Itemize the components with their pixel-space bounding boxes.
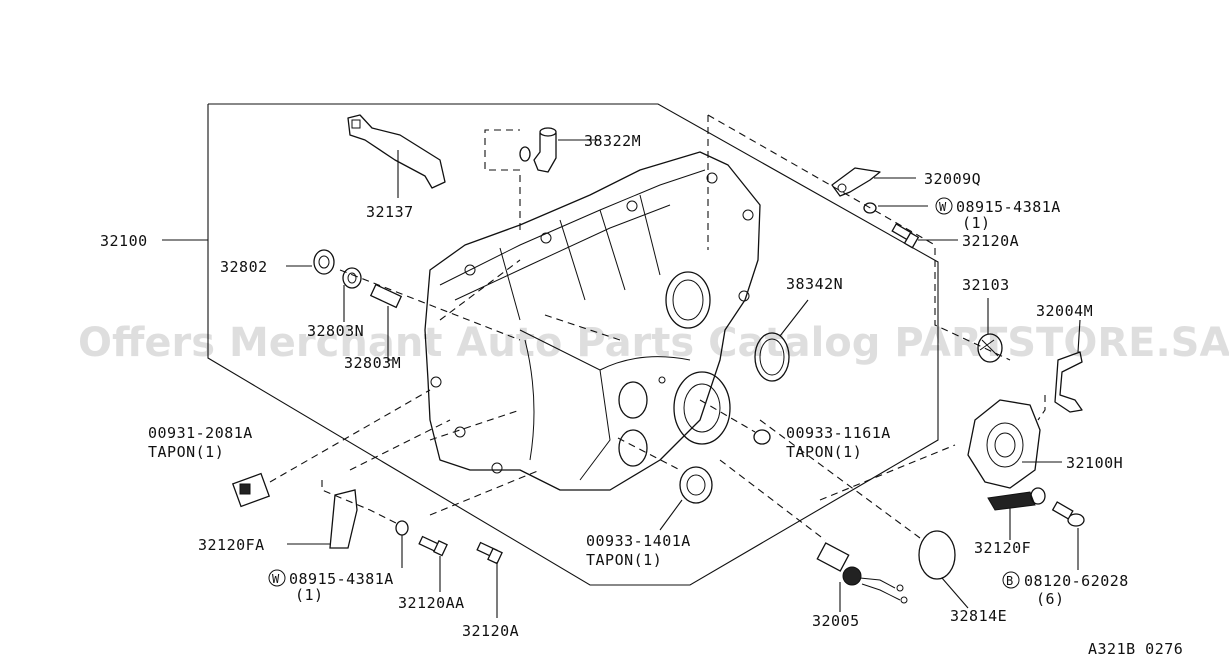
plug-00933-1401 (679, 466, 713, 504)
bracket-32009q (831, 167, 881, 197)
label-08915-bottom: 08915-4381A (289, 570, 394, 588)
washer-marker-bottom (268, 569, 286, 587)
label-32120f: 32120F (974, 539, 1031, 557)
plug-00931 (231, 472, 271, 508)
transmission-case (424, 151, 761, 491)
label-32803m: 32803M (344, 354, 401, 372)
washer-marker-top-text: W (939, 200, 947, 214)
shift-lever-32004m (1054, 351, 1083, 413)
seal-32803n (342, 267, 362, 289)
label-32120fa: 32120FA (198, 536, 265, 554)
label-32005: 32005 (812, 612, 860, 630)
pin-32803m (369, 283, 403, 309)
label-32009q: 32009Q (924, 170, 981, 188)
label-32814e: 32814E (950, 607, 1007, 625)
label-32103: 32103 (962, 276, 1010, 294)
plug-00933-1161 (753, 429, 771, 445)
washer-top (863, 202, 877, 214)
label-32120aa: 32120AA (398, 594, 465, 612)
label-00933-1401-code: 00933-1401A (586, 532, 691, 550)
bolt-marker-text: B (1006, 574, 1014, 588)
bracket-32137 (347, 114, 446, 189)
seal-32814e (918, 530, 956, 580)
label-32100h: 32100H (1066, 454, 1123, 472)
label-32100: 32100 (100, 232, 148, 250)
label-38342n: 38342N (786, 275, 843, 293)
gear-32103 (977, 333, 1003, 363)
label-32802: 32802 (220, 258, 268, 276)
plate-32120fa (329, 489, 358, 549)
bolt-32120aa (418, 535, 448, 557)
label-08915-top: 08915-4381A (956, 198, 1061, 216)
bolt-marker (1002, 571, 1020, 589)
label-00931-name: TAPON(1) (148, 443, 224, 461)
watermark: Offers Merchant Auto Parts Catalog PARTS… (78, 320, 1229, 366)
label-00933-1161-name: TAPON(1) (786, 443, 862, 461)
label-38322m: 38322M (584, 132, 641, 150)
label-08120-qty: (6) (1036, 590, 1065, 608)
label-08120: 08120-62028 (1024, 572, 1129, 590)
plate-32120f (987, 487, 1046, 511)
label-00933-1401-name: TAPON(1) (586, 551, 662, 569)
label-32803n: 32803N (307, 322, 364, 340)
assembly-frame (207, 103, 939, 586)
bolt-08120 (1051, 501, 1085, 527)
bushing-32802 (313, 249, 335, 275)
label-00931-code: 00931-2081A (148, 424, 253, 442)
label-32004m: 32004M (1036, 302, 1093, 320)
label-00933-1161-code: 00933-1161A (786, 424, 891, 442)
label-08915-bottom-qty: (1) (295, 586, 324, 604)
diagram-code: A321B 0276 (1088, 640, 1183, 658)
washer-marker-top (935, 197, 953, 215)
label-08915-top-qty: (1) (962, 214, 991, 232)
label-32137: 32137 (366, 203, 414, 221)
switch-32005 (816, 542, 908, 604)
washer-marker-bottom-text: W (272, 572, 280, 586)
plug-38322m (519, 127, 557, 173)
label-32120a-bottom: 32120A (462, 622, 519, 640)
seal-ring-38342n (754, 332, 790, 382)
label-32120a-top: 32120A (962, 232, 1019, 250)
washer-bottom (395, 520, 409, 536)
bolt-32120a-bottom (476, 541, 503, 565)
cover-32100h (967, 399, 1041, 489)
bolt-32120a-top (891, 223, 920, 249)
